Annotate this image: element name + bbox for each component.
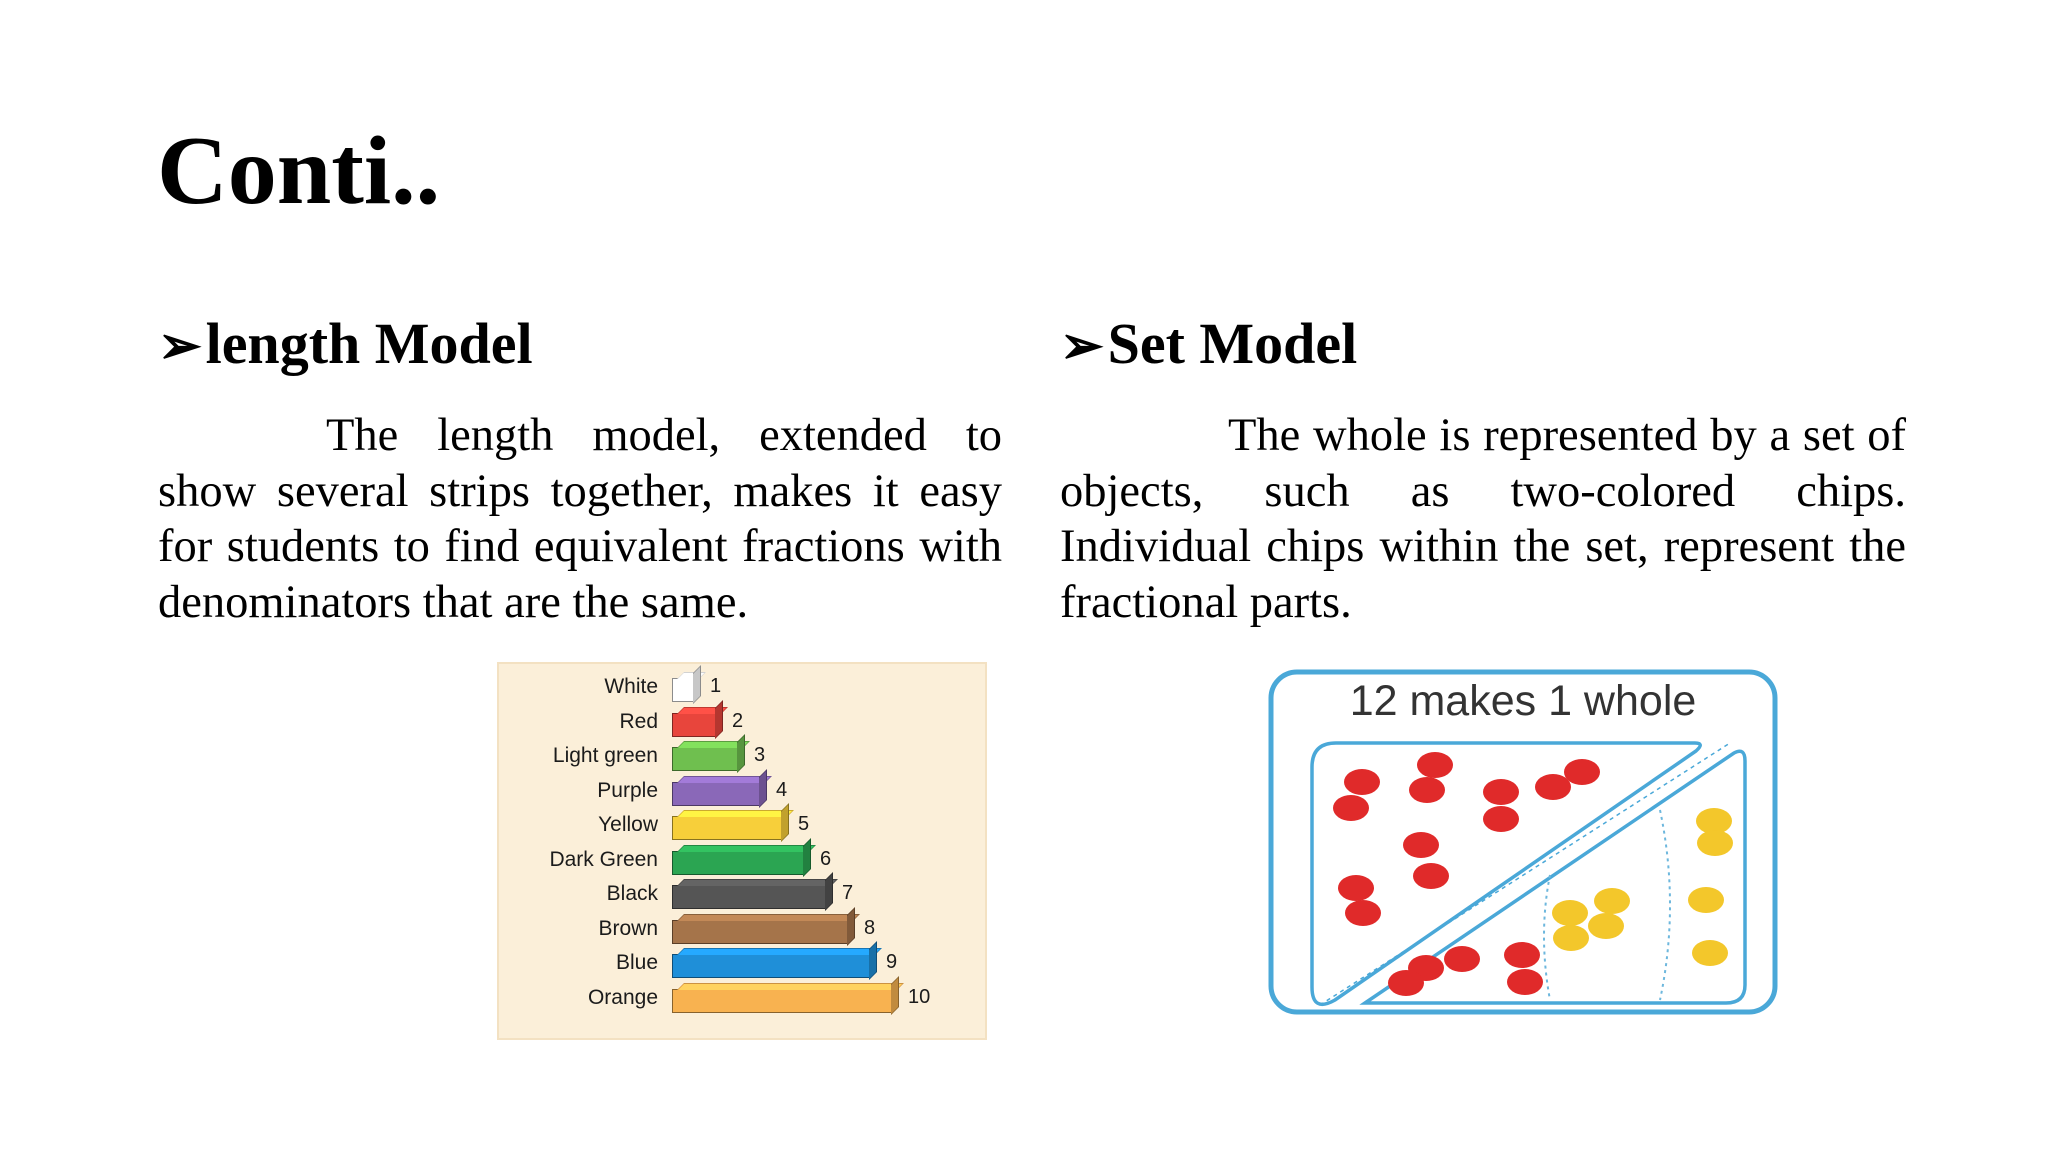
rod-length-label: 1 — [710, 675, 722, 697]
length-model-paragraph: The length model, extended to show sever… — [158, 410, 1002, 628]
red-chip — [1344, 769, 1380, 795]
upper-left-region — [1310, 741, 1702, 1007]
rod-bar — [672, 988, 892, 1013]
divider-line-2 — [1659, 809, 1671, 1001]
red-chip — [1413, 863, 1449, 889]
rod-bar — [672, 919, 848, 944]
rod-label: Black — [606, 882, 658, 905]
set-model-caption: 12 makes 1 whole — [1350, 677, 1697, 725]
rod-length-label: 7 — [842, 882, 854, 904]
yellow-chip — [1588, 913, 1624, 939]
rod-length-label: 10 — [908, 985, 931, 1008]
rod-bar — [672, 678, 694, 702]
rod-length-label: 3 — [754, 744, 766, 766]
rod-label: Dark Green — [549, 847, 658, 871]
rod-bar — [672, 954, 870, 978]
red-chip — [1409, 777, 1445, 803]
red-chip — [1333, 795, 1369, 821]
arrow-bullet-icon: ➢ — [1060, 318, 1104, 375]
rod-label: Yellow — [598, 813, 658, 836]
rod-length-label: 4 — [776, 778, 788, 801]
rod-bar — [672, 747, 738, 771]
rod-bar — [672, 712, 716, 737]
rod-label: Purple — [597, 778, 658, 802]
rod-length-label: 8 — [864, 916, 876, 939]
set-model-figure: 12 makes 1 whole — [1268, 669, 1778, 1015]
set-model-heading-text: Set Model — [1107, 311, 1358, 376]
red-chip — [1504, 942, 1540, 968]
lower-right-region — [1359, 749, 1747, 1005]
rod-row-dark-green: Dark Green 6 — [499, 845, 985, 877]
rod-label: Light green — [552, 744, 658, 767]
rod-label: Brown — [598, 916, 658, 940]
rod-row-light-green: Light green 3 — [499, 741, 985, 773]
rod-row-brown: Brown 8 — [499, 914, 985, 946]
rod-row-orange: Orange 10 — [499, 983, 985, 1015]
rod-row-blue: Blue 9 — [499, 948, 985, 980]
red-chip — [1483, 779, 1519, 805]
outer-frame — [1268, 669, 1778, 1015]
red-chip — [1417, 752, 1453, 778]
rod-length-label: 2 — [732, 709, 744, 732]
yellow-chip — [1688, 887, 1724, 913]
yellow-chip — [1553, 925, 1589, 951]
arrow-bullet-icon: ➢ — [158, 318, 202, 375]
red-chip — [1483, 806, 1519, 832]
yellow-chip — [1692, 940, 1728, 966]
rod-row-purple: Purple 4 — [499, 776, 985, 808]
red-chip — [1444, 946, 1480, 972]
rod-label: Orange — [587, 985, 658, 1009]
rod-length-label: 9 — [886, 951, 898, 973]
rod-length-label: 6 — [820, 847, 832, 870]
diagonal-divider — [1319, 742, 1731, 1006]
rod-label: Red — [619, 709, 658, 733]
set-model-heading: ➢Set Model — [1060, 312, 1357, 376]
red-chip — [1535, 774, 1571, 800]
yellow-chip — [1697, 830, 1733, 856]
rod-label: Blue — [615, 951, 658, 974]
red-chip — [1403, 832, 1439, 858]
rod-row-red: Red 2 — [499, 707, 985, 739]
red-chip — [1507, 969, 1543, 995]
length-model-heading: ➢length Model — [158, 312, 533, 376]
rod-bar — [672, 816, 782, 840]
rod-bar — [672, 885, 826, 909]
rod-row-yellow: Yellow 5 — [499, 810, 985, 842]
rod-row-white: White 1 — [499, 672, 985, 704]
rod-label: White — [604, 675, 658, 698]
length-model-heading-text: length Model — [205, 311, 533, 376]
red-chip — [1388, 970, 1424, 996]
red-chip — [1345, 900, 1381, 926]
set-model-paragraph: The whole is represented by a set of obj… — [1060, 410, 1906, 628]
yellow-chip — [1696, 808, 1732, 834]
red-chip — [1338, 875, 1374, 901]
rod-bar — [672, 850, 804, 875]
rod-bar — [672, 781, 760, 806]
rod-row-black: Black 7 — [499, 879, 985, 911]
slide-title: Conti.. — [157, 117, 441, 225]
yellow-chip — [1594, 888, 1630, 914]
rod-length-label: 5 — [798, 813, 810, 835]
red-chip — [1564, 759, 1600, 785]
yellow-chip — [1552, 900, 1588, 926]
